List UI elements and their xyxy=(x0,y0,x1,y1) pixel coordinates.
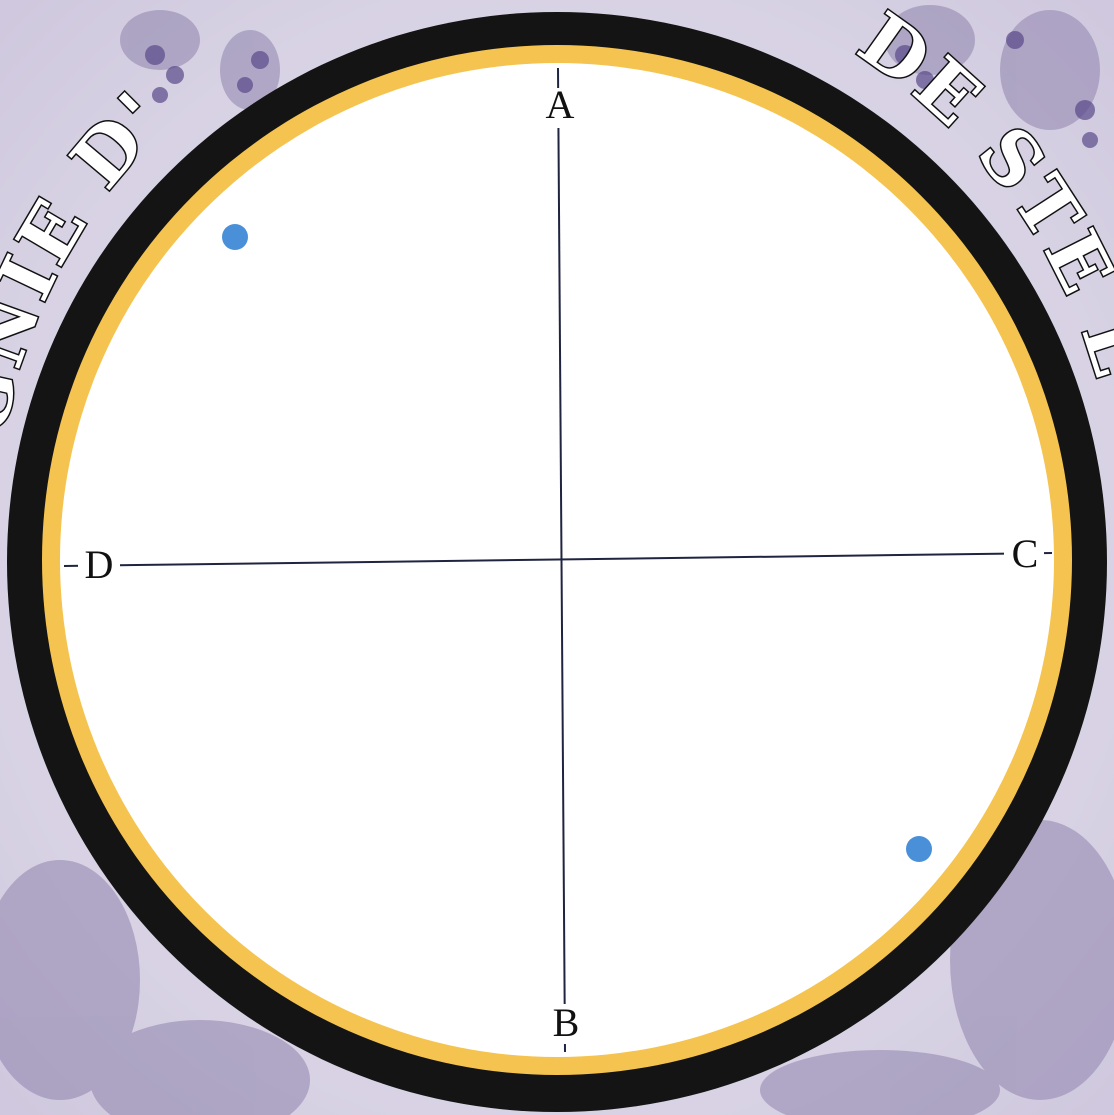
marker-lower-right xyxy=(906,836,932,862)
marker-upper-left xyxy=(222,224,248,250)
label-a: A xyxy=(546,82,575,127)
label-b: B xyxy=(553,1000,580,1045)
label-d: D xyxy=(85,542,114,587)
label-c: C xyxy=(1012,531,1039,576)
